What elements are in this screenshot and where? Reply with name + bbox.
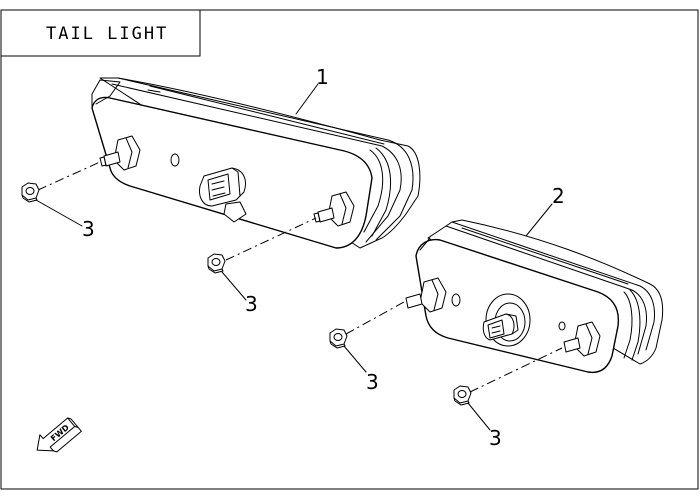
hex-nut-icon [329, 328, 348, 349]
callout-1: 1 [316, 65, 329, 89]
centerline-1 [37, 161, 101, 191]
callout-3c: 3 [366, 370, 379, 394]
leader-2 [525, 203, 553, 237]
tail-light-right [405, 219, 664, 374]
mounting-hole-right [451, 293, 461, 307]
title-box: TAIL LIGHT [0, 9, 201, 57]
callout-3b: 3 [245, 292, 258, 316]
tail-light-left [91, 77, 421, 249]
centerline-3 [345, 301, 405, 335]
callout-3a: 3 [82, 217, 95, 241]
leader-3b [221, 271, 247, 301]
socket-connector-icon [482, 293, 531, 347]
stud-boss-left [99, 135, 141, 171]
small-hole [558, 321, 566, 331]
stud-boss-right [313, 191, 355, 227]
wire-clip [223, 201, 247, 223]
stud-boss-right-a [405, 277, 447, 313]
diagram-title: TAIL LIGHT [46, 24, 168, 44]
hex-nut-icon [207, 253, 226, 274]
leader-3a [35, 199, 83, 227]
leader-1 [295, 83, 319, 115]
callout-3d: 3 [489, 426, 502, 450]
mounting-hole [170, 153, 180, 167]
stud-boss-right-b [563, 321, 601, 357]
centerline-4 [469, 347, 563, 393]
hex-nut-icon [453, 385, 472, 406]
connector-plug-icon [199, 167, 246, 207]
diagram-frame [0, 9, 699, 490]
centerline-2 [225, 217, 317, 261]
leader-3d [467, 402, 491, 431]
callout-2: 2 [552, 184, 565, 208]
leader-3c [343, 345, 367, 373]
forward-arrow-icon: FWD [36, 417, 82, 453]
hex-nut-icon [21, 182, 40, 203]
